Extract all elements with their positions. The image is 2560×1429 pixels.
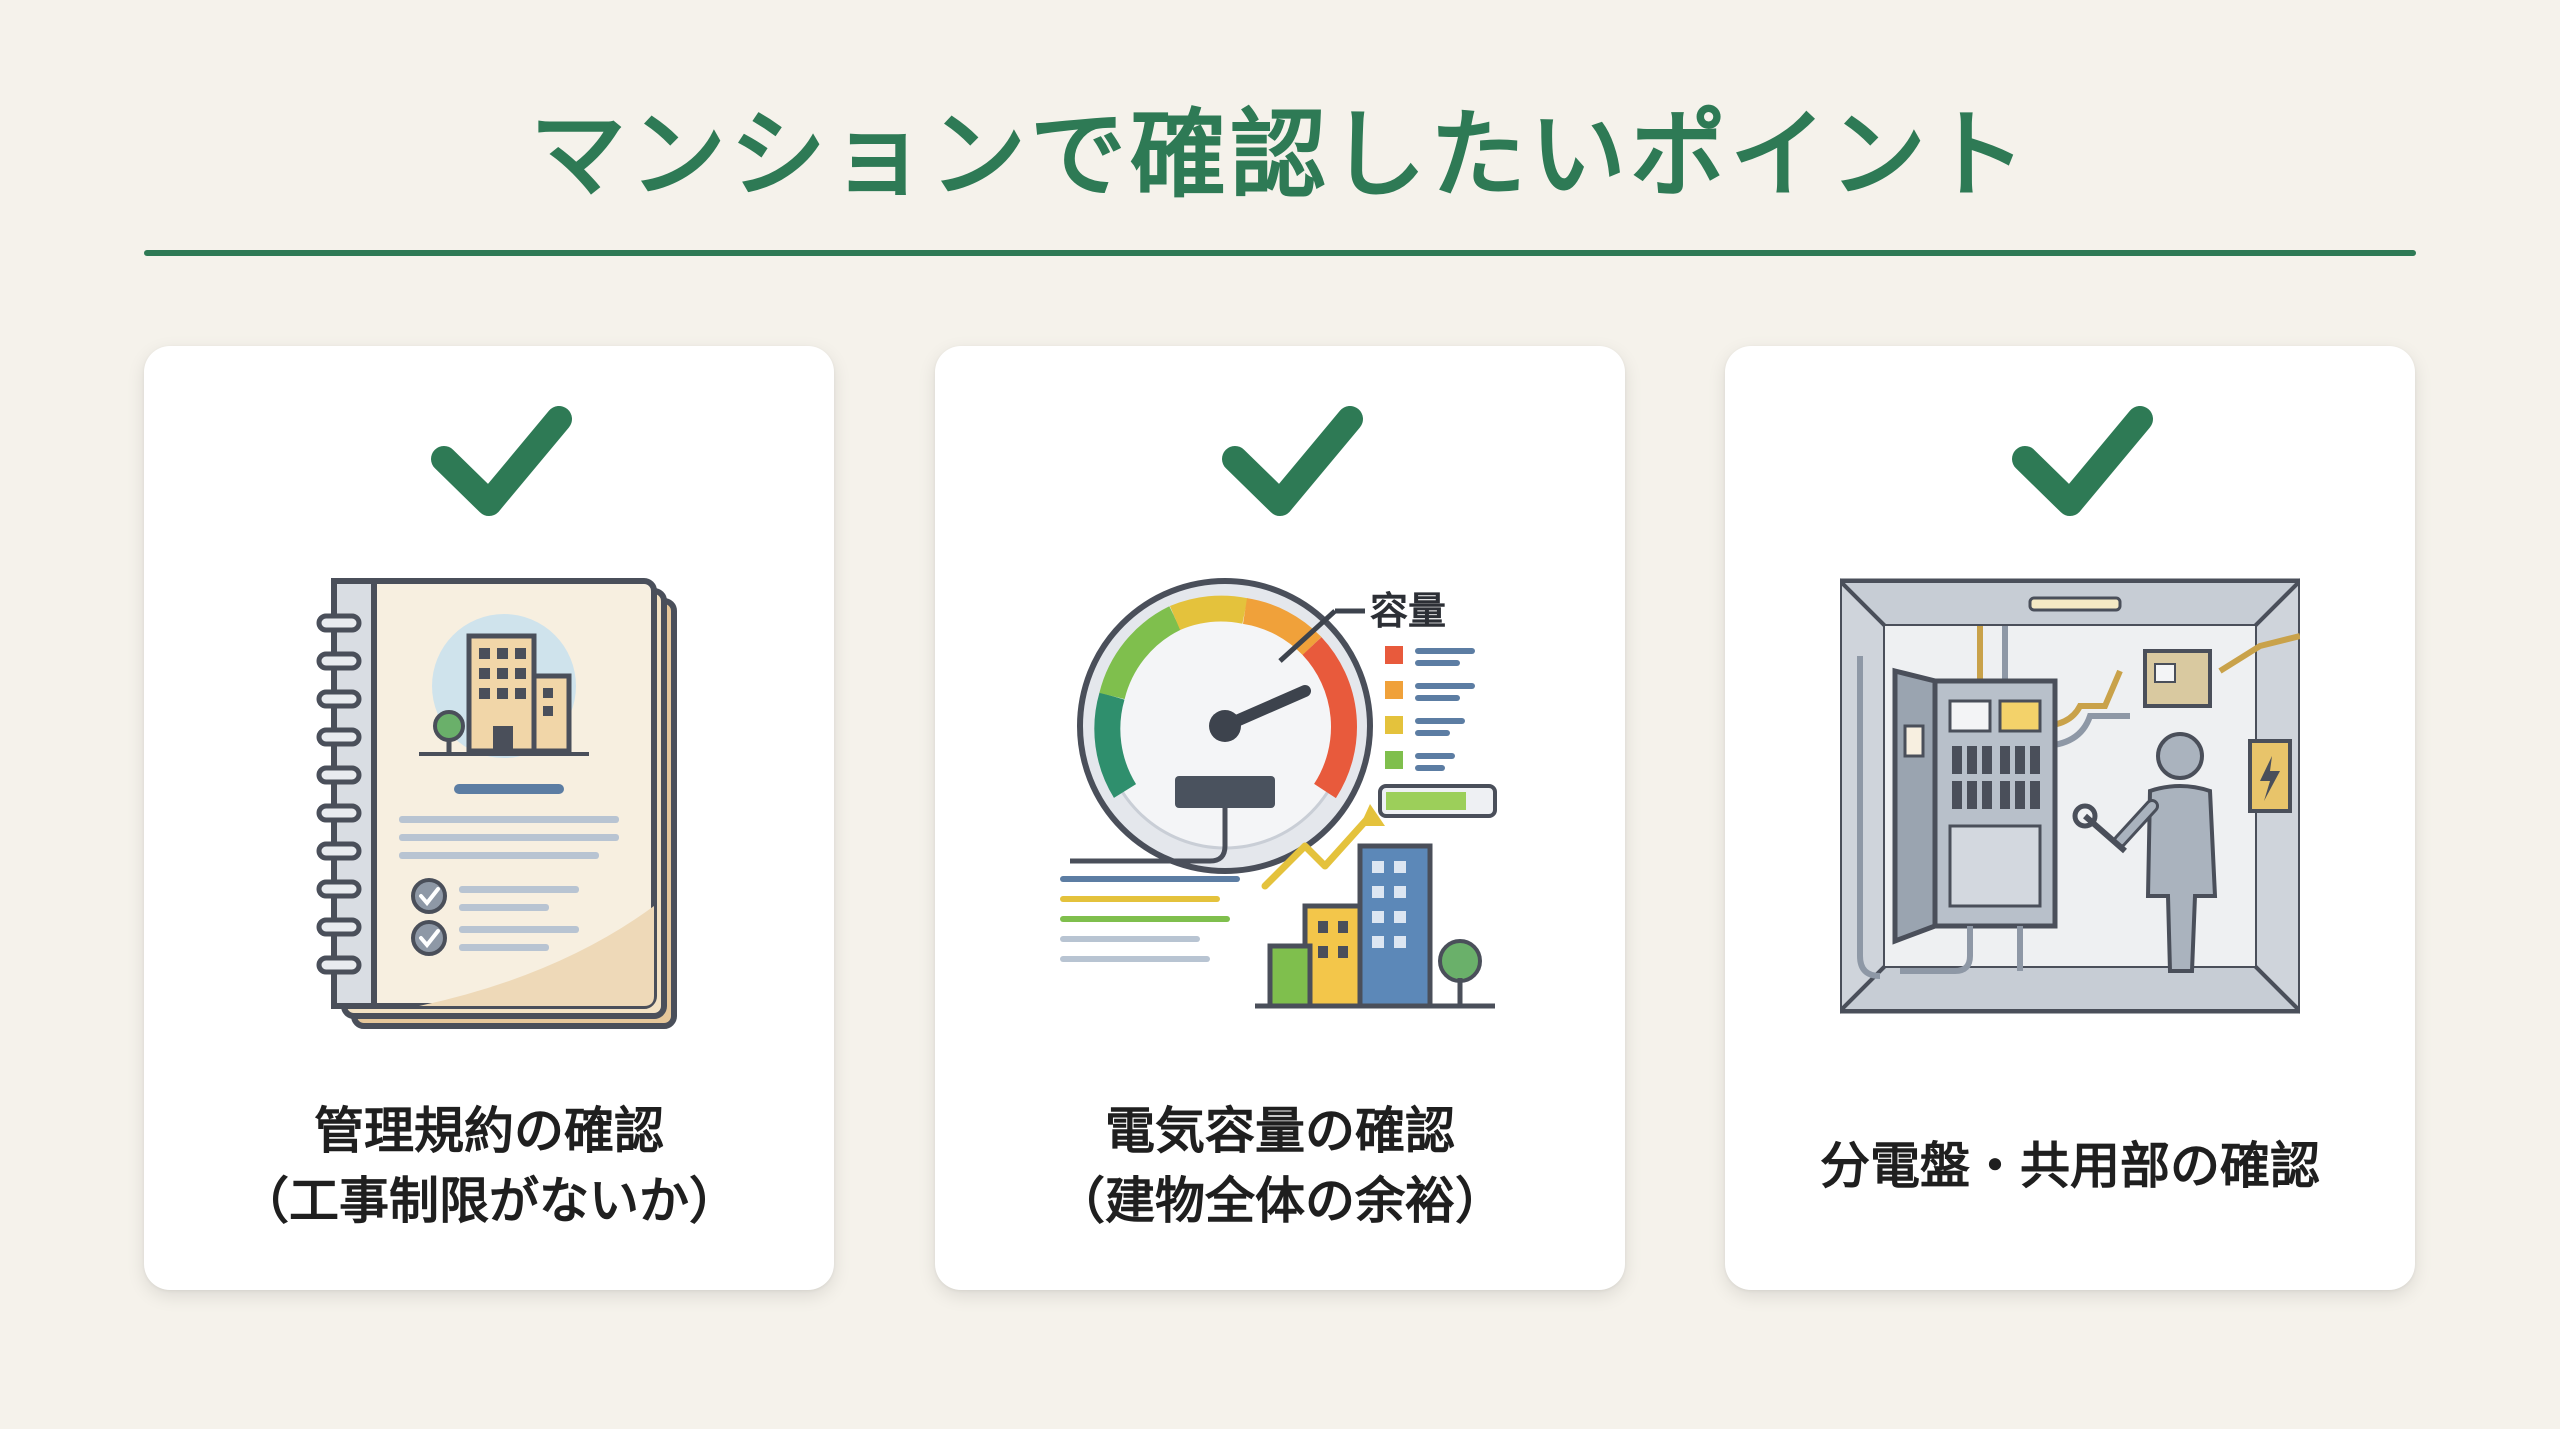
check-icon: [2012, 406, 2153, 516]
title-divider: [144, 250, 2416, 256]
check-icon: [1222, 406, 1363, 516]
card-label-line: 分電盤・共用部の確認: [1820, 1137, 2320, 1195]
capacity-gauge-building-illustration: 容量: [1060, 578, 1497, 1009]
card-label-line: 電気容量の確認: [1105, 1102, 1455, 1160]
card-electric-capacity: 容量: [935, 346, 1625, 1290]
card-label-line: （建物全体の余裕）: [1055, 1172, 1505, 1230]
spiral-notebook-building-illustration: [316, 578, 677, 1029]
capacity-label: 容量: [1370, 589, 1446, 633]
page-title: マンションで確認したいポイント: [530, 99, 2030, 211]
check-icon: [431, 406, 572, 516]
card-label: 分電盤・共用部の確認: [1745, 1131, 2395, 1201]
card-distribution-board: 分電盤・共用部の確認: [1725, 346, 2415, 1290]
card-label-line: 管理規約の確認: [314, 1102, 664, 1160]
distribution-board-worker-illustration: [1840, 578, 2300, 1014]
card-management-rules: 管理規約の確認 （工事制限がないか）: [144, 346, 834, 1290]
card-label: 管理規約の確認 （工事制限がないか）: [164, 1096, 814, 1236]
card-label: 電気容量の確認 （建物全体の余裕）: [955, 1096, 1605, 1236]
card-label-line: （工事制限がないか）: [239, 1172, 739, 1230]
